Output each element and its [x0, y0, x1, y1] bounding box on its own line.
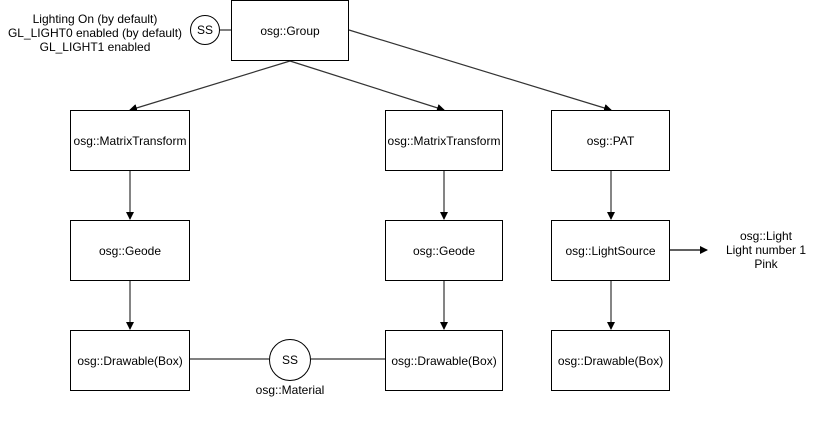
- node-lightsource[interactable]: osg::LightSource: [551, 220, 670, 281]
- node-drawable-right[interactable]: osg::Drawable(Box): [551, 330, 670, 391]
- light-annotation: osg::Light Light number 1 Pink: [716, 229, 816, 271]
- top-ss-annotation: Lighting On (by default) GL_LIGHT0 enabl…: [2, 12, 188, 54]
- edge-group-to-mt-mid: [289, 60, 445, 112]
- node-osg-group[interactable]: osg::Group: [231, 0, 349, 61]
- stateset-label: SS: [281, 353, 298, 367]
- node-label: osg::LightSource: [565, 243, 656, 258]
- node-label: osg::PAT: [586, 133, 635, 148]
- node-matrix-transform-left[interactable]: osg::MatrixTransform: [70, 110, 190, 171]
- node-label: osg::Geode: [412, 243, 476, 258]
- node-label: osg::Drawable(Box): [77, 353, 183, 368]
- node-label: osg::MatrixTransform: [387, 133, 501, 148]
- stateset-label: SS: [196, 23, 213, 37]
- node-geode-left[interactable]: osg::Geode: [70, 220, 190, 281]
- stateset-circle-top[interactable]: SS: [190, 15, 220, 45]
- node-drawable-left[interactable]: osg::Drawable(Box): [70, 330, 190, 391]
- node-drawable-mid[interactable]: osg::Drawable(Box): [385, 330, 503, 391]
- annotation-line: osg::Light: [739, 229, 793, 243]
- stateset-circle-material[interactable]: SS: [269, 339, 311, 381]
- node-label: osg::Geode: [98, 243, 162, 258]
- node-pat[interactable]: osg::PAT: [551, 110, 670, 171]
- annotation-line: Pink: [754, 257, 778, 271]
- annotation-line: GL_LIGHT1 enabled: [39, 40, 151, 54]
- edge-group-to-pat: [348, 29, 612, 112]
- edge-group-to-mt-left: [129, 60, 291, 112]
- node-label: osg::Drawable(Box): [391, 353, 497, 368]
- annotation-line: Light number 1: [725, 243, 807, 257]
- material-label: osg::Material: [255, 383, 325, 397]
- node-geode-mid[interactable]: osg::Geode: [385, 220, 503, 281]
- node-label: osg::Drawable(Box): [557, 353, 664, 368]
- node-label: osg::Group: [260, 23, 320, 38]
- node-matrix-transform-mid[interactable]: osg::MatrixTransform: [385, 110, 503, 171]
- annotation-line: GL_LIGHT0 enabled (by default): [7, 26, 183, 40]
- annotation-line: Lighting On (by default): [32, 12, 158, 26]
- node-label: osg::MatrixTransform: [73, 133, 187, 148]
